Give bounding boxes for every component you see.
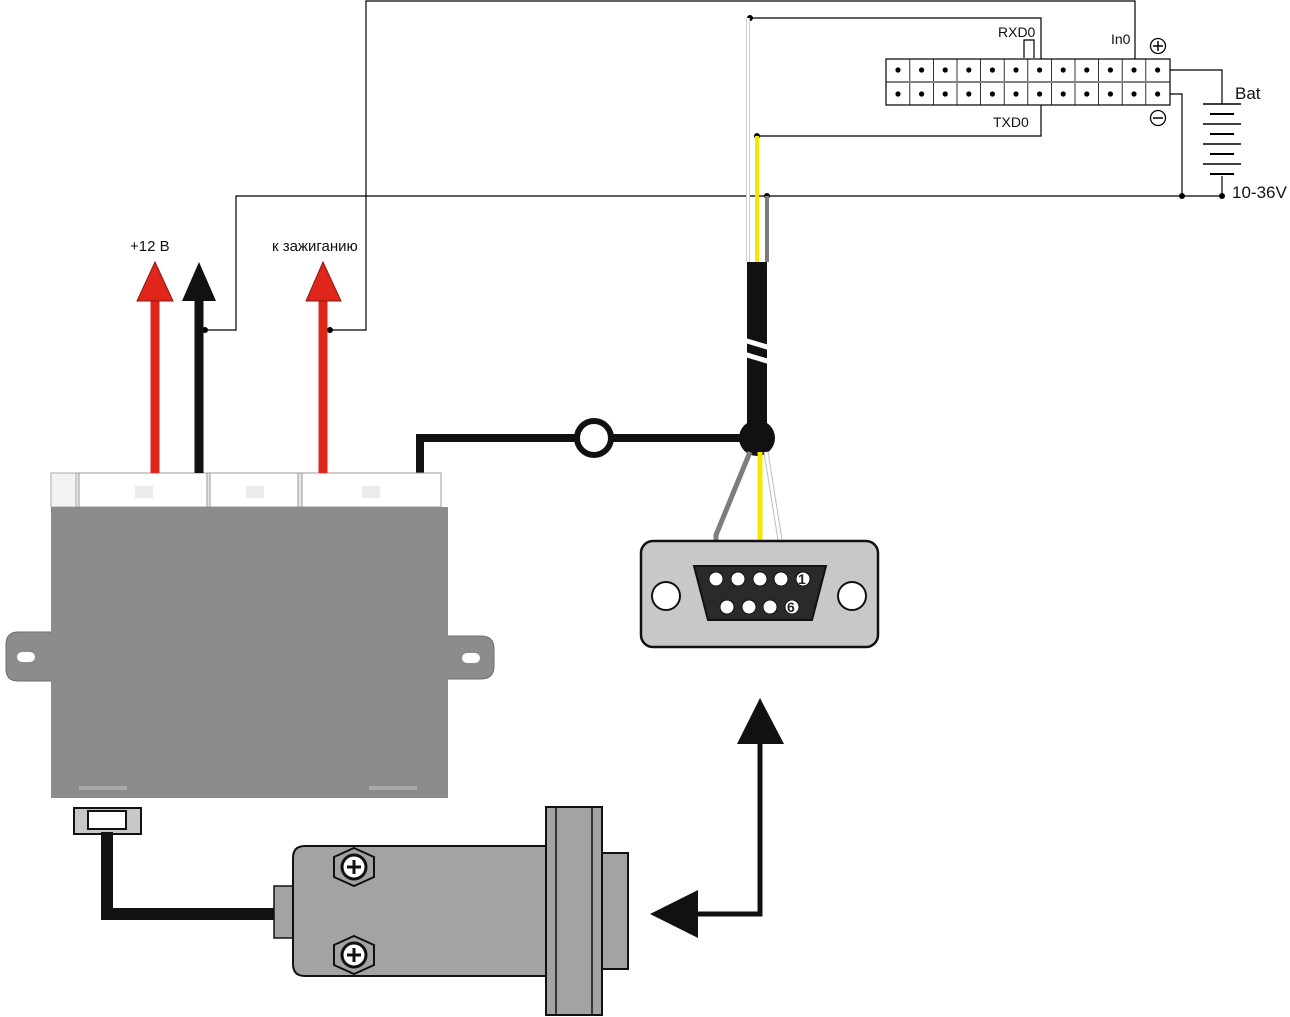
header-pin	[1107, 91, 1113, 97]
header-pin	[1155, 67, 1161, 73]
minus-icon	[1149, 109, 1167, 127]
db9-connector: 1 6	[639, 539, 880, 649]
sensor-cable-gland	[273, 885, 295, 939]
db9-pin	[741, 599, 757, 615]
db9-pin	[752, 571, 768, 587]
header-pin	[942, 91, 948, 97]
mount-hole-right	[837, 581, 867, 611]
control-box	[5, 472, 495, 835]
header-pin	[1013, 67, 1019, 73]
header-pin	[919, 91, 925, 97]
junction-dot	[1219, 193, 1225, 199]
db9-pin	[773, 571, 789, 587]
txd0-label: TXD0	[993, 114, 1029, 130]
cable-break-mark	[736, 335, 778, 367]
box-body	[51, 507, 448, 798]
battery-symbol: Bat 10-36V	[1203, 84, 1287, 202]
header-pin	[1013, 91, 1019, 97]
arrow-up-icon	[182, 262, 216, 301]
db9-pin	[762, 599, 778, 615]
db9-pin	[708, 571, 724, 587]
arrow-up-icon	[136, 260, 174, 302]
white-wire-line	[750, 17, 1042, 70]
pin-6-label: 6	[787, 599, 795, 615]
sensor-flange	[545, 806, 603, 1016]
header-pin	[1131, 91, 1137, 97]
junction-dot	[1179, 193, 1185, 199]
header-pin	[919, 67, 925, 73]
header-pin	[966, 91, 972, 97]
plus-12v-label: +12 В	[130, 238, 170, 255]
rxd-jumper	[1023, 39, 1035, 58]
header-pin	[1037, 91, 1043, 97]
header-pin	[895, 91, 901, 97]
arrow-left-icon	[650, 890, 698, 938]
header-pin	[989, 67, 996, 73]
header-pin	[1084, 91, 1090, 97]
screw-icon	[333, 934, 375, 976]
sensor-body	[292, 845, 557, 977]
plus-icon	[1149, 37, 1167, 55]
battery-minus-line	[1158, 93, 1183, 196]
connection-arrow	[650, 698, 784, 938]
header-pin	[1060, 91, 1066, 97]
sensor-cable	[101, 832, 280, 920]
sensor-tip	[601, 852, 629, 970]
db9-pin	[730, 571, 746, 587]
mount-hole-left	[651, 581, 681, 611]
header-pin	[1155, 91, 1161, 97]
header-pin	[1084, 67, 1090, 73]
voltage-label: 10-36V	[1232, 183, 1287, 202]
header-pin	[1060, 67, 1066, 73]
cable-ring	[574, 418, 614, 458]
power-wires: +12 В к зажиганию	[130, 238, 358, 473]
db9-pin	[719, 599, 735, 615]
ground-line	[205, 195, 1222, 331]
bat-label: Bat	[1235, 84, 1261, 103]
header-pin	[966, 67, 972, 73]
header-pin	[1107, 67, 1113, 73]
screw-icon	[333, 846, 375, 888]
db9-pin	[784, 599, 800, 615]
txd-line	[757, 94, 1042, 137]
in0-label: In0	[1111, 31, 1131, 47]
header-pin	[1037, 67, 1043, 73]
arrow-up-icon	[305, 260, 342, 302]
ignition-line	[330, 0, 1136, 331]
battery-plus-line	[1158, 69, 1223, 104]
header-pin	[895, 67, 901, 73]
header-pin	[989, 91, 996, 97]
junction-dot	[327, 327, 333, 333]
fuel-sensor	[101, 806, 629, 1016]
header-pin	[942, 67, 948, 73]
header-pins	[895, 59, 1161, 105]
signal-wires	[202, 0, 1225, 333]
db9-pin	[795, 571, 811, 587]
ignition-label: к зажиганию	[272, 238, 358, 255]
arrow-up-icon	[737, 698, 784, 744]
pin-header: RXD0 TXD0 In0	[885, 24, 1171, 130]
rxd0-label: RXD0	[998, 24, 1036, 40]
cable	[416, 18, 789, 578]
box-cable	[416, 434, 757, 478]
pin-1-label: 1	[798, 571, 806, 587]
header-pin	[1131, 67, 1137, 73]
